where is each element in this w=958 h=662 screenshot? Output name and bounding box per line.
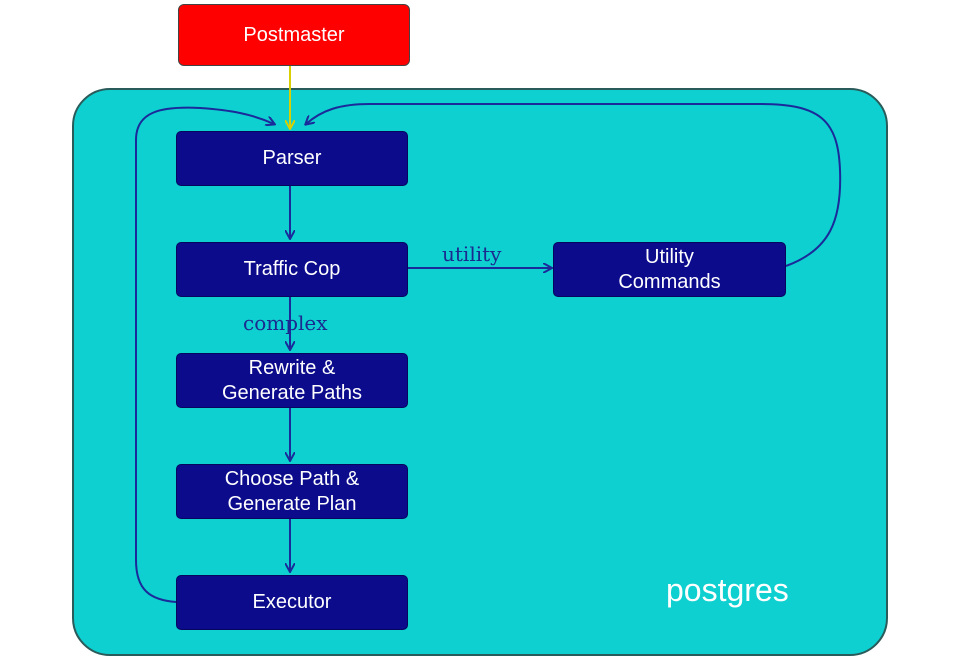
executor-node: Executor bbox=[176, 575, 408, 630]
utility-commands-node: Utility Commands bbox=[553, 242, 786, 297]
traffic-cop-label: Traffic Cop bbox=[243, 258, 341, 280]
rewrite-label-line1: Rewrite & bbox=[248, 356, 336, 379]
arrow-executor-to-parser bbox=[135, 106, 274, 603]
utility-commands-label-line1: Utility bbox=[645, 245, 694, 268]
choose-path-node: Choose Path & Generate Plan bbox=[176, 464, 408, 519]
choose-path-label-line2: Generate Plan bbox=[227, 492, 357, 515]
executor-label: Executor bbox=[252, 591, 332, 613]
arrow-utility-to-parser bbox=[306, 103, 842, 267]
traffic-cop-node: Traffic Cop bbox=[176, 242, 408, 297]
choose-path-label-line1: Choose Path & bbox=[224, 467, 360, 490]
postmaster-label: Postmaster bbox=[243, 23, 345, 46]
parser-node: Parser bbox=[176, 131, 408, 186]
edge-label-complex: complex bbox=[243, 311, 328, 335]
rewrite-node: Rewrite & Generate Paths bbox=[176, 353, 408, 408]
rewrite-label-line2: Generate Paths bbox=[221, 381, 363, 404]
parser-label: Parser bbox=[262, 147, 322, 169]
postmaster-node: Postmaster bbox=[178, 4, 410, 66]
postgres-label: postgres bbox=[666, 572, 789, 608]
edge-label-utility: utility bbox=[442, 242, 502, 266]
utility-commands-label-line2: Commands bbox=[618, 270, 721, 293]
